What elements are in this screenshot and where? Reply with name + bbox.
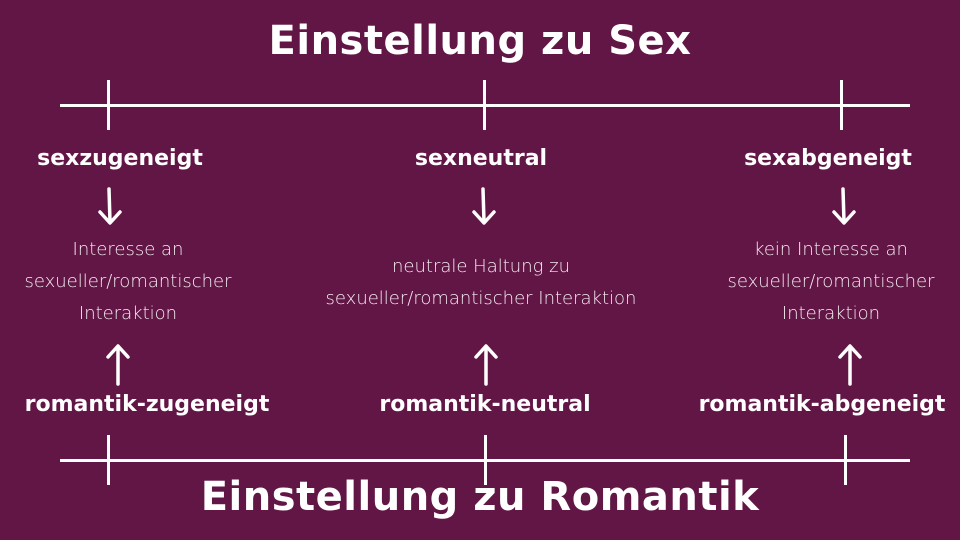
description-line: neutrale Haltung zu	[392, 256, 570, 277]
description-line: kein Interesse an	[754, 239, 908, 260]
sex-axis-tick-center	[483, 80, 486, 130]
arrow-down-icon	[98, 187, 122, 225]
description-line: sexueller/romantischer Interaktion	[325, 288, 637, 309]
romantic-axis-tick-right	[844, 435, 847, 485]
sex-label-positive: sexzugeneigt	[37, 146, 203, 171]
sex-axis-tick-left	[107, 80, 110, 130]
arrow-up-icon	[474, 344, 498, 386]
description-line: Interaktion	[78, 303, 178, 324]
description-negative: kein Interesse an sexueller/romantischer…	[651, 234, 960, 330]
description-line: Interesse an	[72, 239, 184, 260]
romantic-label-neutral: romantik-neutral	[379, 392, 591, 417]
description-line: sexueller/romantischer	[727, 271, 935, 292]
sex-label-neutral: sexneutral	[414, 146, 548, 171]
romantic-axis-tick-left	[107, 435, 110, 485]
romantic-label-negative: romantik-abgeneigt	[698, 392, 946, 417]
romantic-label-positive: romantik-zugeneigt	[24, 392, 270, 417]
description-line: Interaktion	[781, 303, 881, 324]
bottom-title: Einstellung zu Romantik	[200, 474, 760, 520]
romantic-axis-tick-center	[484, 435, 487, 485]
description-line: sexueller/romantischer	[24, 271, 232, 292]
arrow-up-icon	[106, 344, 130, 386]
description-positive: Interesse an sexueller/romantischer Inte…	[0, 234, 308, 330]
sex-label-negative: sexabgeneigt	[744, 146, 912, 171]
sex-axis-tick-right	[840, 80, 843, 130]
arrow-up-icon	[838, 344, 862, 386]
arrow-down-icon	[472, 187, 496, 225]
arrow-down-icon	[832, 187, 856, 225]
description-neutral: neutrale Haltung zu sexueller/romantisch…	[301, 251, 661, 315]
top-title: Einstellung zu Sex	[268, 18, 692, 64]
